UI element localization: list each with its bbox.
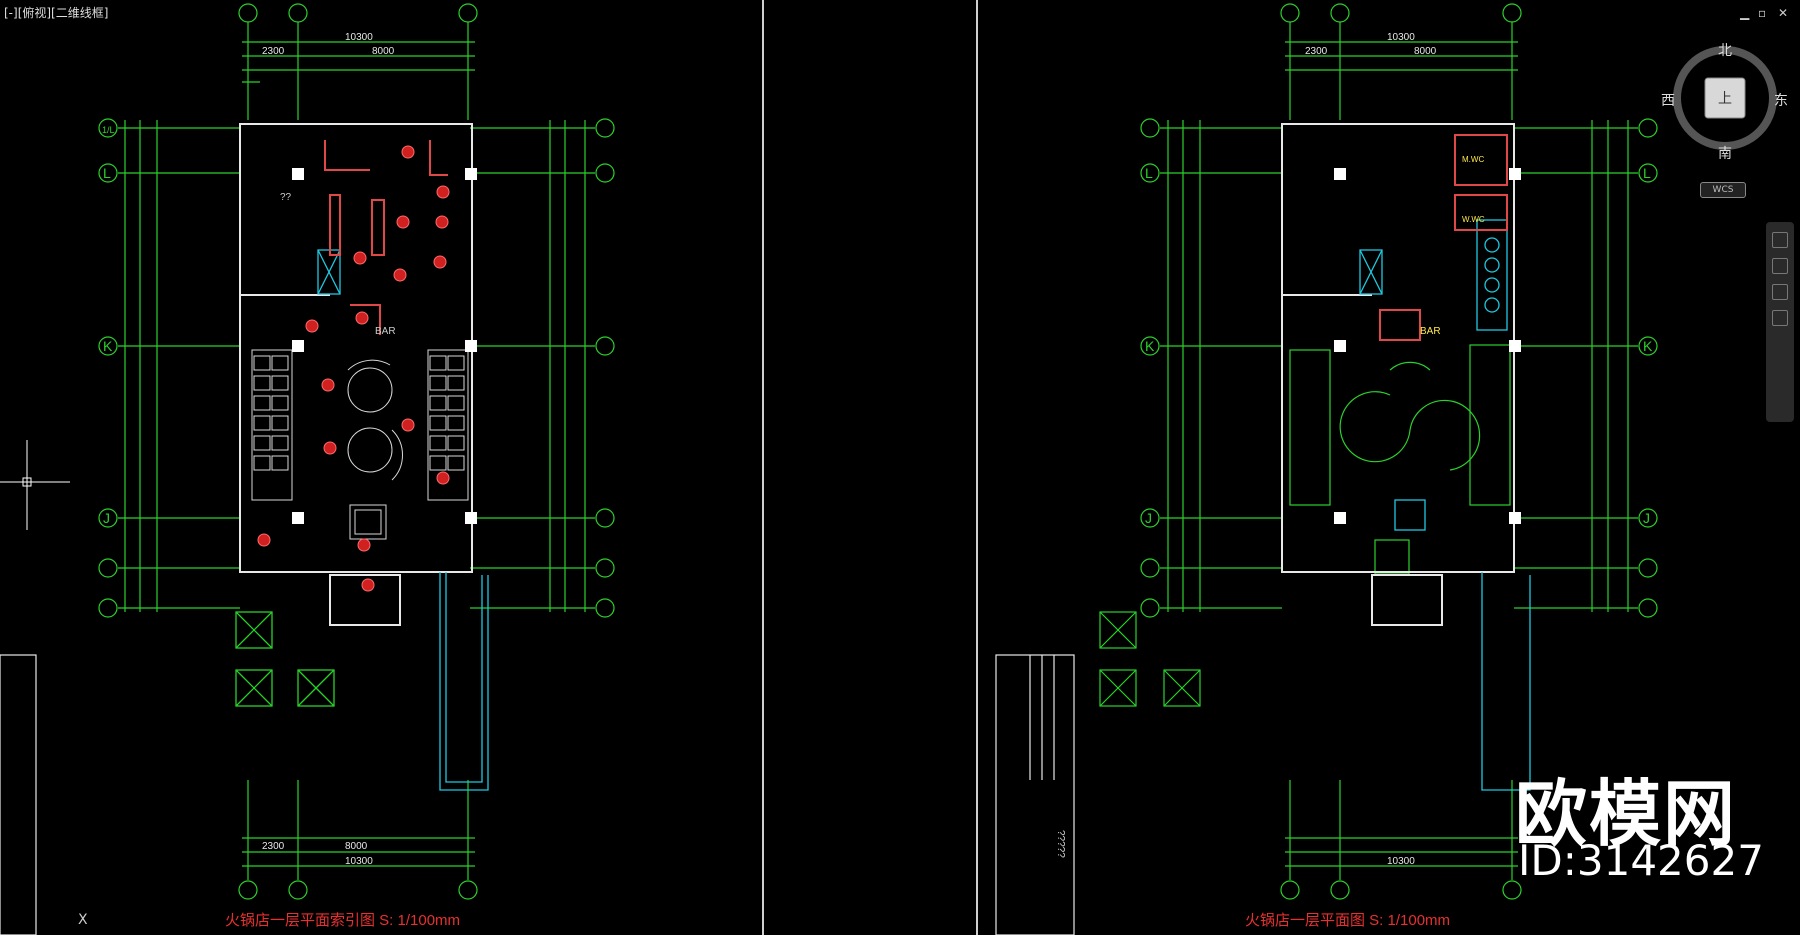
right-plan-svg: 10300 8000 2300 10300 M.WC W.WC BAR L K …	[995, 3, 1658, 935]
bar-label: BAR	[375, 326, 396, 337]
left-drawing-sheet: 10300 8000 2300 8000 2300 10300 BAR ?? 1…	[0, 0, 760, 935]
viewcube-top-face	[1704, 77, 1746, 119]
viewport-label[interactable]: [-][俯视][二维线框]	[4, 6, 109, 20]
grid-bubble	[288, 3, 308, 23]
grid-bubble	[238, 3, 258, 23]
grid-bubble	[238, 880, 258, 900]
viewcube[interactable]: 北 南 西 东 上	[1661, 40, 1788, 190]
crosshair-cursor-icon	[0, 440, 70, 530]
women-wc-label: W.WC	[1462, 215, 1485, 224]
svg-text:L: L	[1643, 165, 1651, 181]
grid-bubble	[288, 880, 308, 900]
svg-text:??: ??	[280, 192, 292, 203]
men-wc-label: M.WC	[1462, 155, 1484, 164]
wcs-menu[interactable]: WCS	[1700, 182, 1746, 198]
minimize-button[interactable]: ▁	[1740, 6, 1750, 20]
navigation-bar[interactable]	[1766, 222, 1794, 422]
svg-text:?????: ?????	[1055, 830, 1066, 858]
ucs-x-axis-icon: X	[78, 912, 88, 928]
svg-text:8000: 8000	[1414, 46, 1437, 57]
right-sheet-title: 火锅店一层平面图 S: 1/100mm	[1245, 912, 1450, 929]
grid-row-J: J	[103, 510, 110, 526]
grid-row-1L: 1/L	[102, 125, 115, 135]
svg-text:J: J	[1145, 510, 1152, 526]
zoom-icon[interactable]	[1772, 258, 1788, 274]
svg-text:BAR: BAR	[1420, 326, 1441, 337]
orbit-icon[interactable]	[1772, 284, 1788, 300]
sheet-divider	[762, 0, 764, 935]
brand-logo: 欧模网	[1515, 772, 1738, 856]
dim-bottom-total: 10300	[345, 856, 373, 867]
viewcube-top-label[interactable]: 上	[1718, 91, 1732, 107]
showmotion-icon[interactable]	[1772, 310, 1788, 326]
svg-text:2300: 2300	[262, 841, 285, 852]
model-id: ID:3142627	[1518, 836, 1764, 885]
sheet-divider	[976, 0, 978, 935]
grid-bubble	[458, 880, 478, 900]
compass-east[interactable]: 东	[1774, 93, 1788, 109]
restore-button[interactable]: ▫	[1758, 6, 1767, 20]
close-button[interactable]: ✕	[1778, 6, 1789, 20]
dim-top-sub: 8000	[372, 46, 395, 57]
pan-icon[interactable]	[1772, 232, 1788, 248]
dim-top-left: 2300	[262, 46, 285, 57]
svg-text:10300: 10300	[1387, 32, 1415, 43]
svg-text:K: K	[1145, 338, 1155, 354]
svg-text:K: K	[1643, 338, 1653, 354]
left-sheet-title: 火锅店一层平面索引图 S: 1/100mm	[225, 912, 460, 929]
svg-text:10300: 10300	[1387, 856, 1415, 867]
svg-text:2300: 2300	[1305, 46, 1328, 57]
grid-bubble	[458, 3, 478, 23]
svg-text:L: L	[1145, 165, 1153, 181]
dim-bottom-sub: 8000	[345, 841, 368, 852]
compass-south[interactable]: 南	[1718, 146, 1732, 162]
dim-top-total: 10300	[345, 32, 373, 43]
svg-text:J: J	[1643, 510, 1650, 526]
grid-row-L: L	[103, 165, 111, 181]
grid-row-K: K	[103, 338, 113, 354]
compass-west[interactable]: 西	[1661, 93, 1675, 109]
compass-north[interactable]: 北	[1718, 43, 1732, 59]
left-plan-svg: 10300 8000 2300 8000 2300 10300 BAR ?? 1…	[0, 3, 615, 935]
right-drawing-sheet: 10300 8000 2300 10300 M.WC W.WC BAR L K …	[980, 0, 1800, 935]
